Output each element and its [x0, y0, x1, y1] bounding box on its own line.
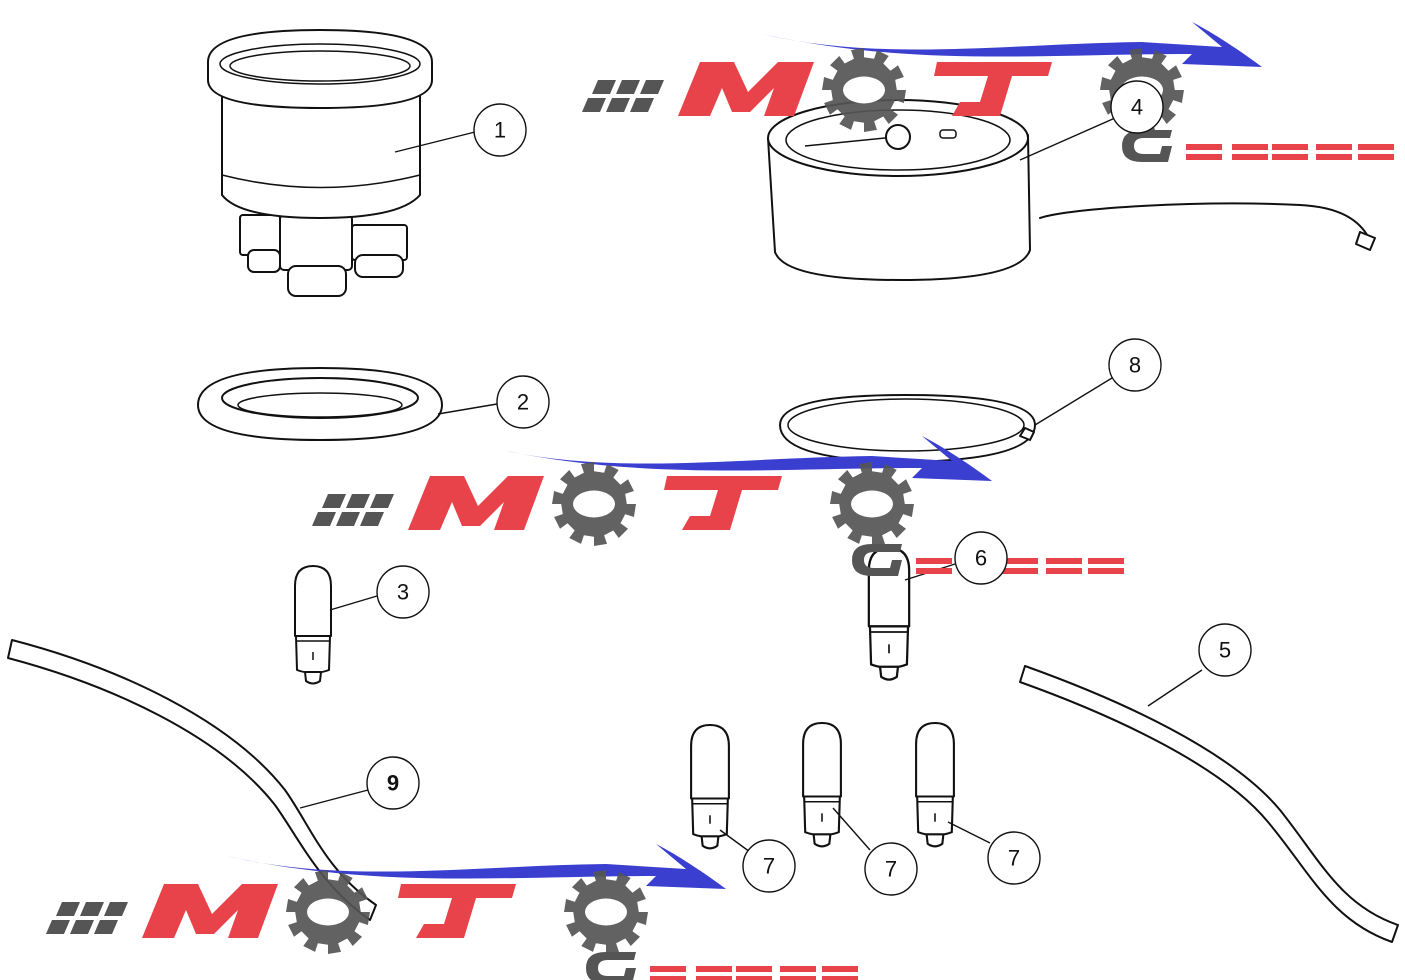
- part-1-housing: [207, 29, 433, 297]
- svg-text:6: 6: [975, 546, 987, 571]
- part-7-bulb-a: [690, 723, 730, 850]
- watermark-top: [582, 22, 1394, 162]
- svg-text:7: 7: [885, 857, 897, 882]
- guids-letters-icon: [852, 544, 1124, 576]
- watermark-middle: [312, 436, 1124, 576]
- callout-1: 1: [473, 103, 527, 157]
- swoosh-icon: [492, 436, 992, 481]
- callout-9: 9: [366, 756, 420, 810]
- gear-icon: [564, 870, 648, 954]
- part-7-bulb-c: [915, 721, 955, 848]
- svg-text:1: 1: [494, 118, 506, 143]
- checker-flag-icon: [46, 902, 128, 934]
- swoosh-icon: [226, 844, 726, 889]
- svg-text:8: 8: [1129, 353, 1141, 378]
- guids-letters-icon: [1122, 130, 1394, 162]
- gear-icon: [830, 462, 914, 546]
- part-5-wire: [1019, 665, 1399, 943]
- part-3-bulb: [294, 565, 332, 685]
- callout-8: 8: [1108, 338, 1162, 392]
- part-6-bulb: [867, 546, 911, 681]
- letter-m-icon: [408, 476, 544, 530]
- callout-7a: 7: [742, 839, 796, 893]
- letter-t-icon: [934, 62, 1052, 116]
- svg-text:7: 7: [1008, 846, 1020, 871]
- svg-text:3: 3: [397, 580, 409, 605]
- svg-text:9: 9: [387, 771, 399, 796]
- guids-letters-icon: [586, 952, 858, 980]
- part-4-gauge: [767, 99, 1376, 281]
- callout-7c: 7: [987, 831, 1041, 885]
- letter-t-icon: [664, 476, 782, 530]
- part-7-bulb-b: [802, 721, 842, 848]
- callout-4: 4: [1110, 80, 1164, 134]
- swoosh-icon: [762, 22, 1262, 67]
- callout-5: 5: [1198, 623, 1252, 677]
- checker-flag-icon: [312, 494, 394, 526]
- part-8-seal: [779, 394, 1036, 463]
- callout-7b: 7: [864, 842, 918, 896]
- letter-t-icon: [398, 884, 516, 938]
- gear-icon: [822, 48, 906, 132]
- watermark-logos: [46, 22, 1394, 980]
- callout-3: 3: [376, 565, 430, 619]
- callout-2: 2: [496, 375, 550, 429]
- watermark-bottom: [46, 844, 858, 980]
- letter-m-icon: [142, 884, 278, 938]
- part-2-ring: [197, 367, 443, 441]
- gear-icon: [286, 870, 370, 954]
- svg-text:4: 4: [1131, 95, 1143, 120]
- svg-text:5: 5: [1219, 638, 1231, 663]
- callout-6: 6: [954, 531, 1008, 585]
- gear-icon: [552, 462, 636, 546]
- bulbs-group: [294, 546, 955, 850]
- svg-text:7: 7: [763, 854, 775, 879]
- checker-flag-icon: [582, 80, 664, 112]
- svg-text:2: 2: [517, 390, 529, 415]
- letter-m-icon: [678, 62, 814, 116]
